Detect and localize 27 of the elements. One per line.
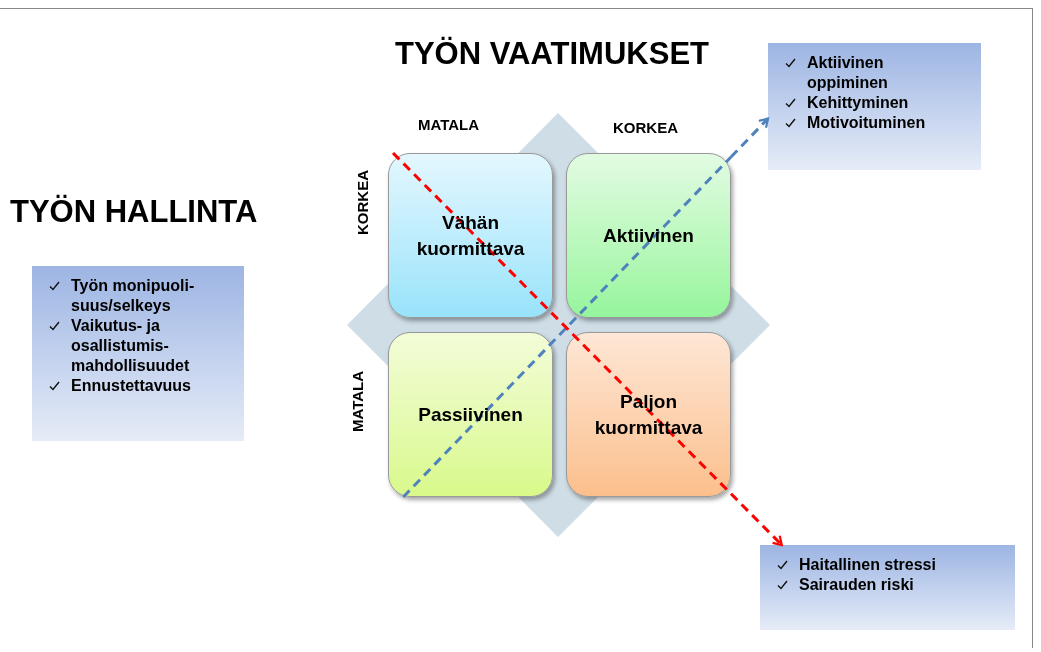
quadrant-label: Passiivinen <box>417 402 524 427</box>
axis-label: MATALA <box>418 117 480 132</box>
quadrant-box <box>566 153 731 318</box>
quadrant-box <box>388 332 553 497</box>
quadrant-label: Vähän kuormittava <box>415 210 526 261</box>
list-item: Haitallinen stressi <box>799 555 936 575</box>
axis-label: KORKEA <box>613 120 678 135</box>
axis-label: KORKEA <box>355 170 370 235</box>
list-item: Motivoituminen <box>807 113 926 133</box>
dashed-arrow <box>729 492 783 547</box>
quadrant-label: Aktiivinen <box>602 223 695 248</box>
quadrant-label: Paljon kuormittava <box>593 389 704 440</box>
list-item: Työn monipuoli-suus/selkeys <box>71 276 196 316</box>
axis-title: TYÖN VAATIMUKSET <box>395 38 709 69</box>
list-item: Kehittyminen <box>807 93 909 113</box>
quadrant-box <box>388 153 553 318</box>
list-item: Ennustettavuus <box>71 376 191 396</box>
axis-label: MATALA <box>350 370 365 432</box>
dashed-arrow <box>729 117 770 158</box>
list-item: Aktiivinen oppiminen <box>807 53 889 93</box>
axis-title: TYÖN HALLINTA <box>10 196 258 227</box>
list-item: Vaikutus- ja osallistumis-mahdollisuudet <box>71 316 191 376</box>
list-box <box>768 43 981 170</box>
quadrant-box <box>566 332 731 497</box>
list-box <box>760 545 1015 630</box>
list-box <box>32 266 244 441</box>
list-item: Sairauden riski <box>799 575 914 595</box>
